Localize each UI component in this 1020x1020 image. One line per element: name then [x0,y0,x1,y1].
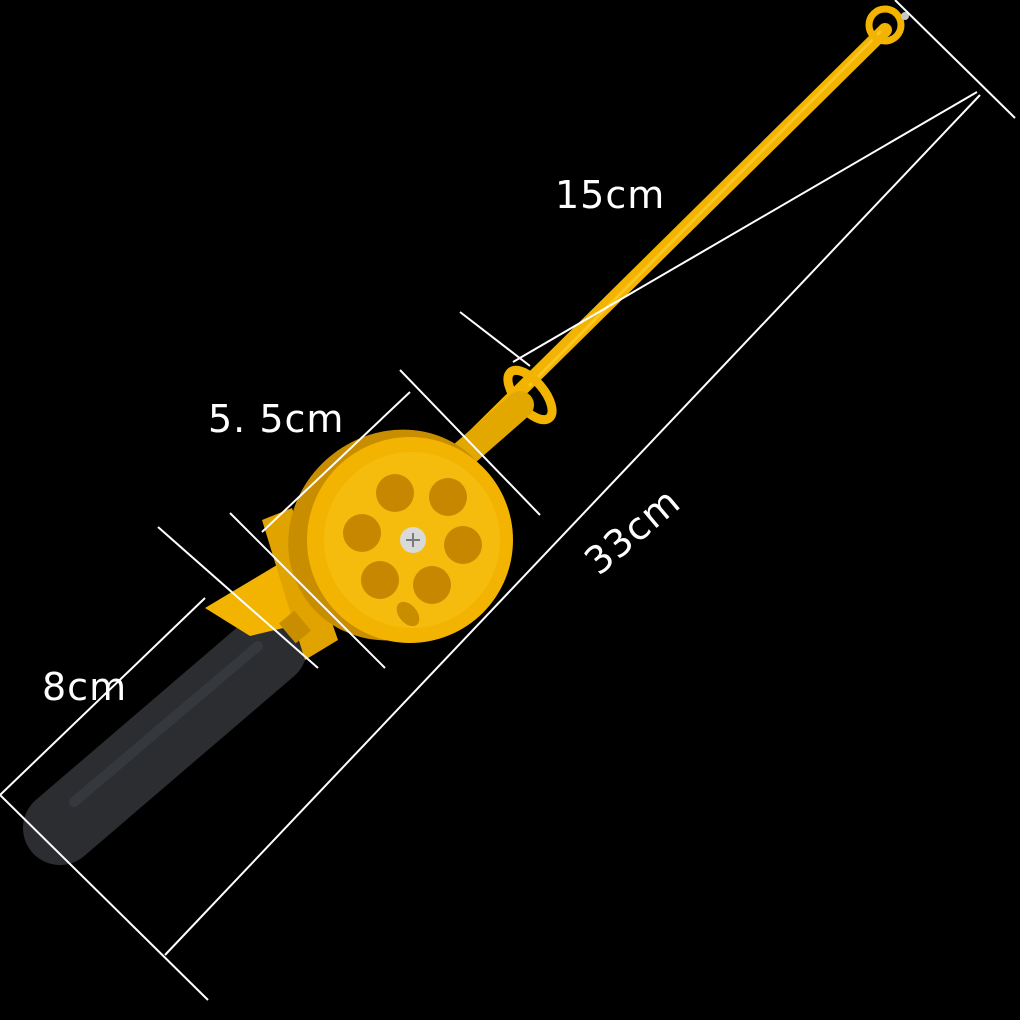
handle-length-label: 8cm [42,665,128,709]
rod-tip-section [463,5,909,447]
rod-handle [23,611,307,865]
reel-knob [396,601,420,627]
reel-holes [343,474,482,604]
tip-length-label: 15cm [555,173,666,217]
reel-diameter-label: 5. 5cm [208,397,345,441]
reel [288,429,513,643]
dimension-lines [0,0,1016,1001]
tip-ring [865,5,905,45]
